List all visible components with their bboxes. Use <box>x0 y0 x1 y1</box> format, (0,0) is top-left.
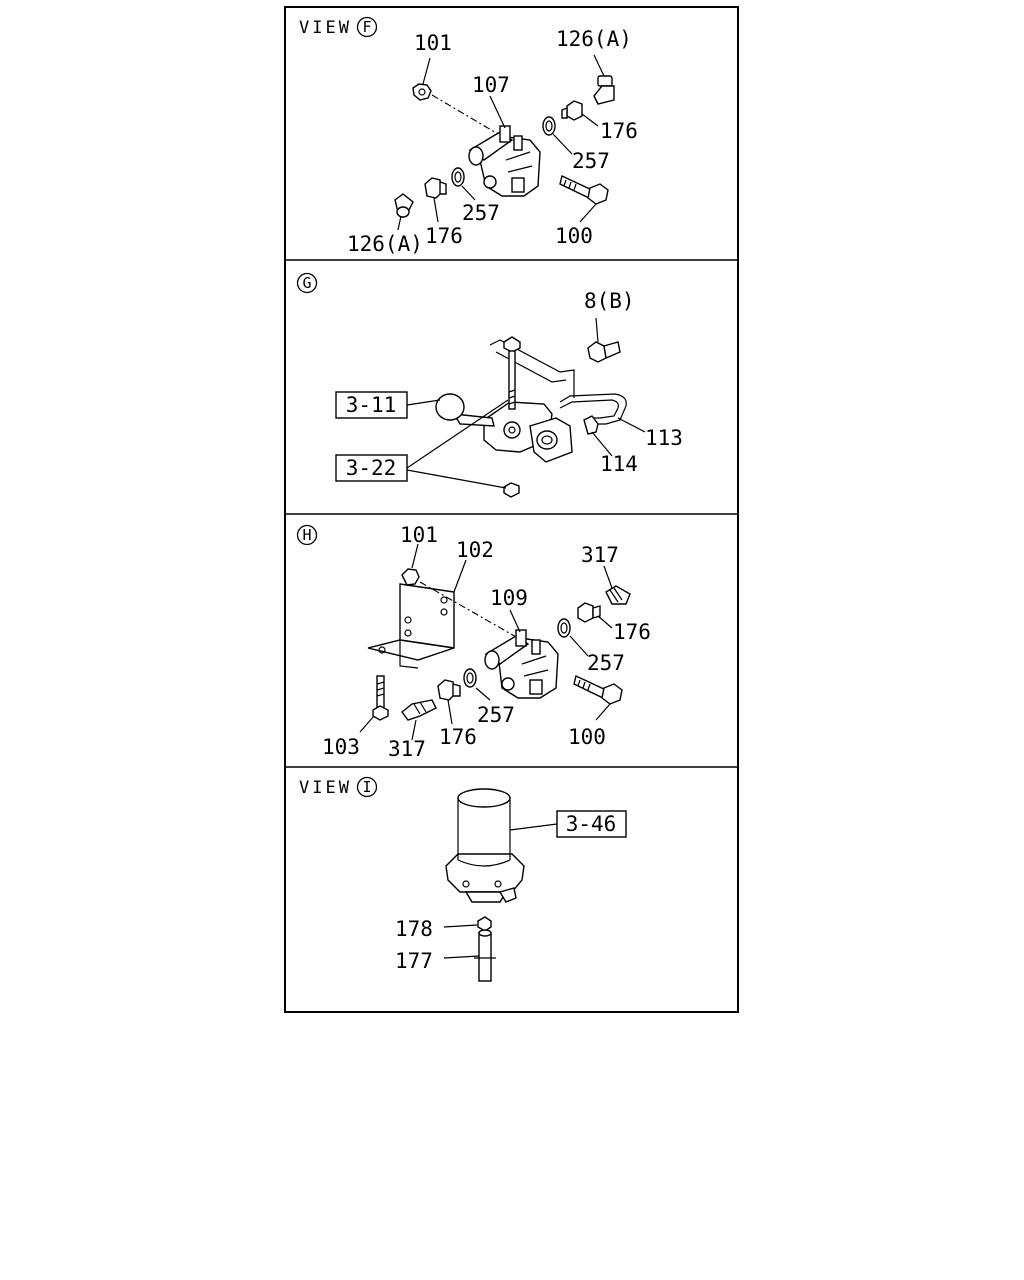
nut-101 <box>412 83 432 101</box>
label-102: 102 <box>456 538 494 562</box>
pipe-113 <box>559 393 627 425</box>
label-114: 114 <box>600 452 638 476</box>
label-257-left: 257 <box>477 703 515 727</box>
label-101: 101 <box>400 523 438 547</box>
ref-3-22: 3-22 <box>346 456 397 480</box>
view-label: VIEW <box>299 18 352 38</box>
view-letter: H <box>302 526 311 544</box>
hose-3-11 <box>435 393 495 427</box>
nut-bottom <box>503 482 520 498</box>
fitting-317-top <box>605 585 631 605</box>
ref-3-11: 3-11 <box>346 393 397 417</box>
air-dryer <box>445 788 525 903</box>
washer-257-left <box>451 167 465 187</box>
view-letter-circle <box>356 776 378 798</box>
label-103: 103 <box>322 735 360 759</box>
label-317-bottom: 317 <box>388 737 426 761</box>
view-letter: I <box>362 778 371 796</box>
bolt-100 <box>573 675 623 705</box>
label-176-right: 176 <box>613 620 651 644</box>
valve-body-107 <box>468 125 541 197</box>
label-109: 109 <box>490 586 528 610</box>
fitting-317-bottom <box>401 699 437 721</box>
label-113: 113 <box>645 426 683 450</box>
diagram-frame <box>284 6 739 1013</box>
label-176-left: 176 <box>425 224 463 248</box>
pipe-strap <box>489 339 575 398</box>
label-101: 101 <box>414 31 452 55</box>
part-177 <box>474 929 496 982</box>
part-178 <box>477 916 492 932</box>
panel-view-f: VIEW F <box>299 16 638 256</box>
nut-101 <box>401 568 420 586</box>
view-letter-circle <box>296 524 318 546</box>
bracket-102 <box>367 583 455 669</box>
view-label: VIEW <box>299 778 352 798</box>
view-letter: F <box>362 18 371 36</box>
fitting-176-right <box>577 602 601 623</box>
label-176-left: 176 <box>439 725 477 749</box>
label-107: 107 <box>472 73 510 97</box>
panel-view-i: VIEW I 3-46 178 177 <box>299 776 627 982</box>
fitting-8b <box>587 341 621 363</box>
label-317-top: 317 <box>581 543 619 567</box>
label-100: 100 <box>555 224 593 248</box>
clip-114 <box>583 415 599 435</box>
label-257-left: 257 <box>462 201 500 225</box>
view-letter-circle <box>356 16 378 38</box>
fitting-176-left <box>424 177 447 199</box>
label-178: 178 <box>395 917 433 941</box>
panel-view-h: H <box>296 523 651 761</box>
washer-257-left <box>463 668 477 688</box>
ref-3-46: 3-46 <box>566 812 617 836</box>
washer-257-right <box>557 618 571 638</box>
valve-body-109 <box>484 629 559 699</box>
label-8b: 8(B) <box>584 289 635 313</box>
bolt-103 <box>372 675 389 721</box>
label-100: 100 <box>568 725 606 749</box>
label-257-right: 257 <box>572 149 610 173</box>
bolt-100 <box>559 175 609 205</box>
bolt-vertical <box>503 336 521 410</box>
fitting-126a-bottom <box>394 193 414 218</box>
view-letter: G <box>302 274 311 292</box>
fitting-176-left <box>437 679 461 701</box>
washer-257-right <box>542 116 556 136</box>
elbow-fitting-126a-top <box>593 75 615 105</box>
fitting-176-right <box>561 100 583 121</box>
panel-view-g: G <box>296 272 683 498</box>
ref-box-3-46 <box>556 810 627 838</box>
label-177: 177 <box>395 949 433 973</box>
label-126a-top: 126(A) <box>556 27 632 51</box>
label-176-right: 176 <box>600 119 638 143</box>
governor-body <box>483 401 573 463</box>
view-letter-circle <box>296 272 318 294</box>
label-257-right: 257 <box>587 651 625 675</box>
label-126a-bottom: 126(A) <box>347 232 423 256</box>
